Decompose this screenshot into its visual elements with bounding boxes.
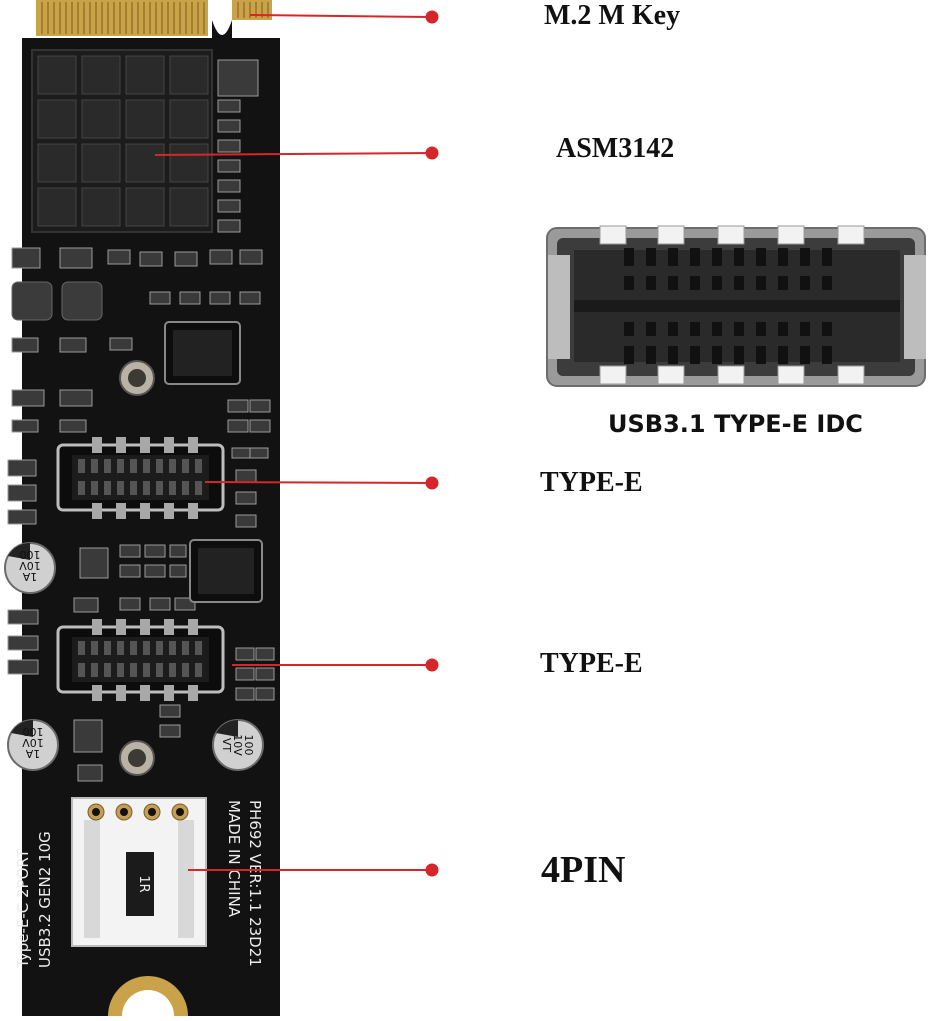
inductor-2	[61, 281, 103, 321]
svg-text:10V: 10V	[231, 734, 244, 756]
type-e-connector-2	[56, 619, 225, 701]
svg-text:VT: VT	[220, 738, 233, 753]
silk-line-2: MADE IN CHINA	[225, 800, 243, 918]
capacitor-1: 1A 10V 100	[4, 542, 56, 594]
4pin-connector: 1R	[71, 797, 207, 947]
ic-chip-2	[189, 539, 263, 603]
leader-type-e-1-dot	[425, 476, 439, 490]
leader-asm3142	[154, 152, 433, 156]
svg-text:10V: 10V	[22, 736, 44, 749]
capacitor-3: 100 10V VT	[212, 719, 264, 771]
callout-leaders	[154, 10, 439, 877]
screw-hole-1	[119, 360, 155, 396]
type-e-connector-1	[56, 437, 225, 519]
svg-text:1A: 1A	[22, 570, 37, 583]
asm3142-heatsink	[31, 49, 213, 233]
svg-text:100: 100	[242, 735, 255, 756]
idc-caption: USB3.1 TYPE-E IDC	[608, 410, 863, 438]
idc-connector-image	[546, 225, 926, 387]
ic-chip-1	[164, 321, 241, 385]
callout-4pin: 4PIN	[541, 849, 626, 891]
silk-line-4: Type-E-C 2PORT	[14, 848, 32, 969]
leader-type-e-2-dot	[425, 658, 439, 672]
capacitor-2: 1A 10V 100	[7, 719, 59, 771]
leader-type-e-1	[204, 481, 433, 484]
leader-4pin-dot	[425, 863, 439, 877]
callout-type-e-2: TYPE-E	[540, 648, 643, 679]
screw-notch	[108, 976, 188, 1016]
leader-m2-key	[249, 14, 433, 18]
svg-text:100: 100	[20, 548, 41, 561]
callout-asm3142: ASM3142	[556, 133, 675, 164]
smd-components	[7, 59, 275, 782]
svg-text:1R: 1R	[136, 875, 151, 892]
leader-asm3142-dot	[425, 146, 439, 160]
silk-line-1: PH692 VER:1.1 23D21	[246, 800, 264, 967]
svg-text:1A: 1A	[25, 747, 40, 760]
silk-line-3: USB3.2 GEN2 10G	[36, 831, 54, 968]
leader-m2-key-dot	[425, 10, 439, 24]
screw-hole-2	[119, 740, 155, 776]
svg-text:100: 100	[23, 725, 44, 738]
silkscreen-text: PH692 VER:1.1 23D21 MADE IN CHINA USB3.2…	[14, 800, 264, 969]
callout-m2-key: M.2 M Key	[544, 0, 681, 31]
callout-type-e-1: TYPE-E	[540, 467, 643, 498]
inductor-1	[11, 281, 53, 321]
svg-text:10V: 10V	[19, 559, 41, 572]
